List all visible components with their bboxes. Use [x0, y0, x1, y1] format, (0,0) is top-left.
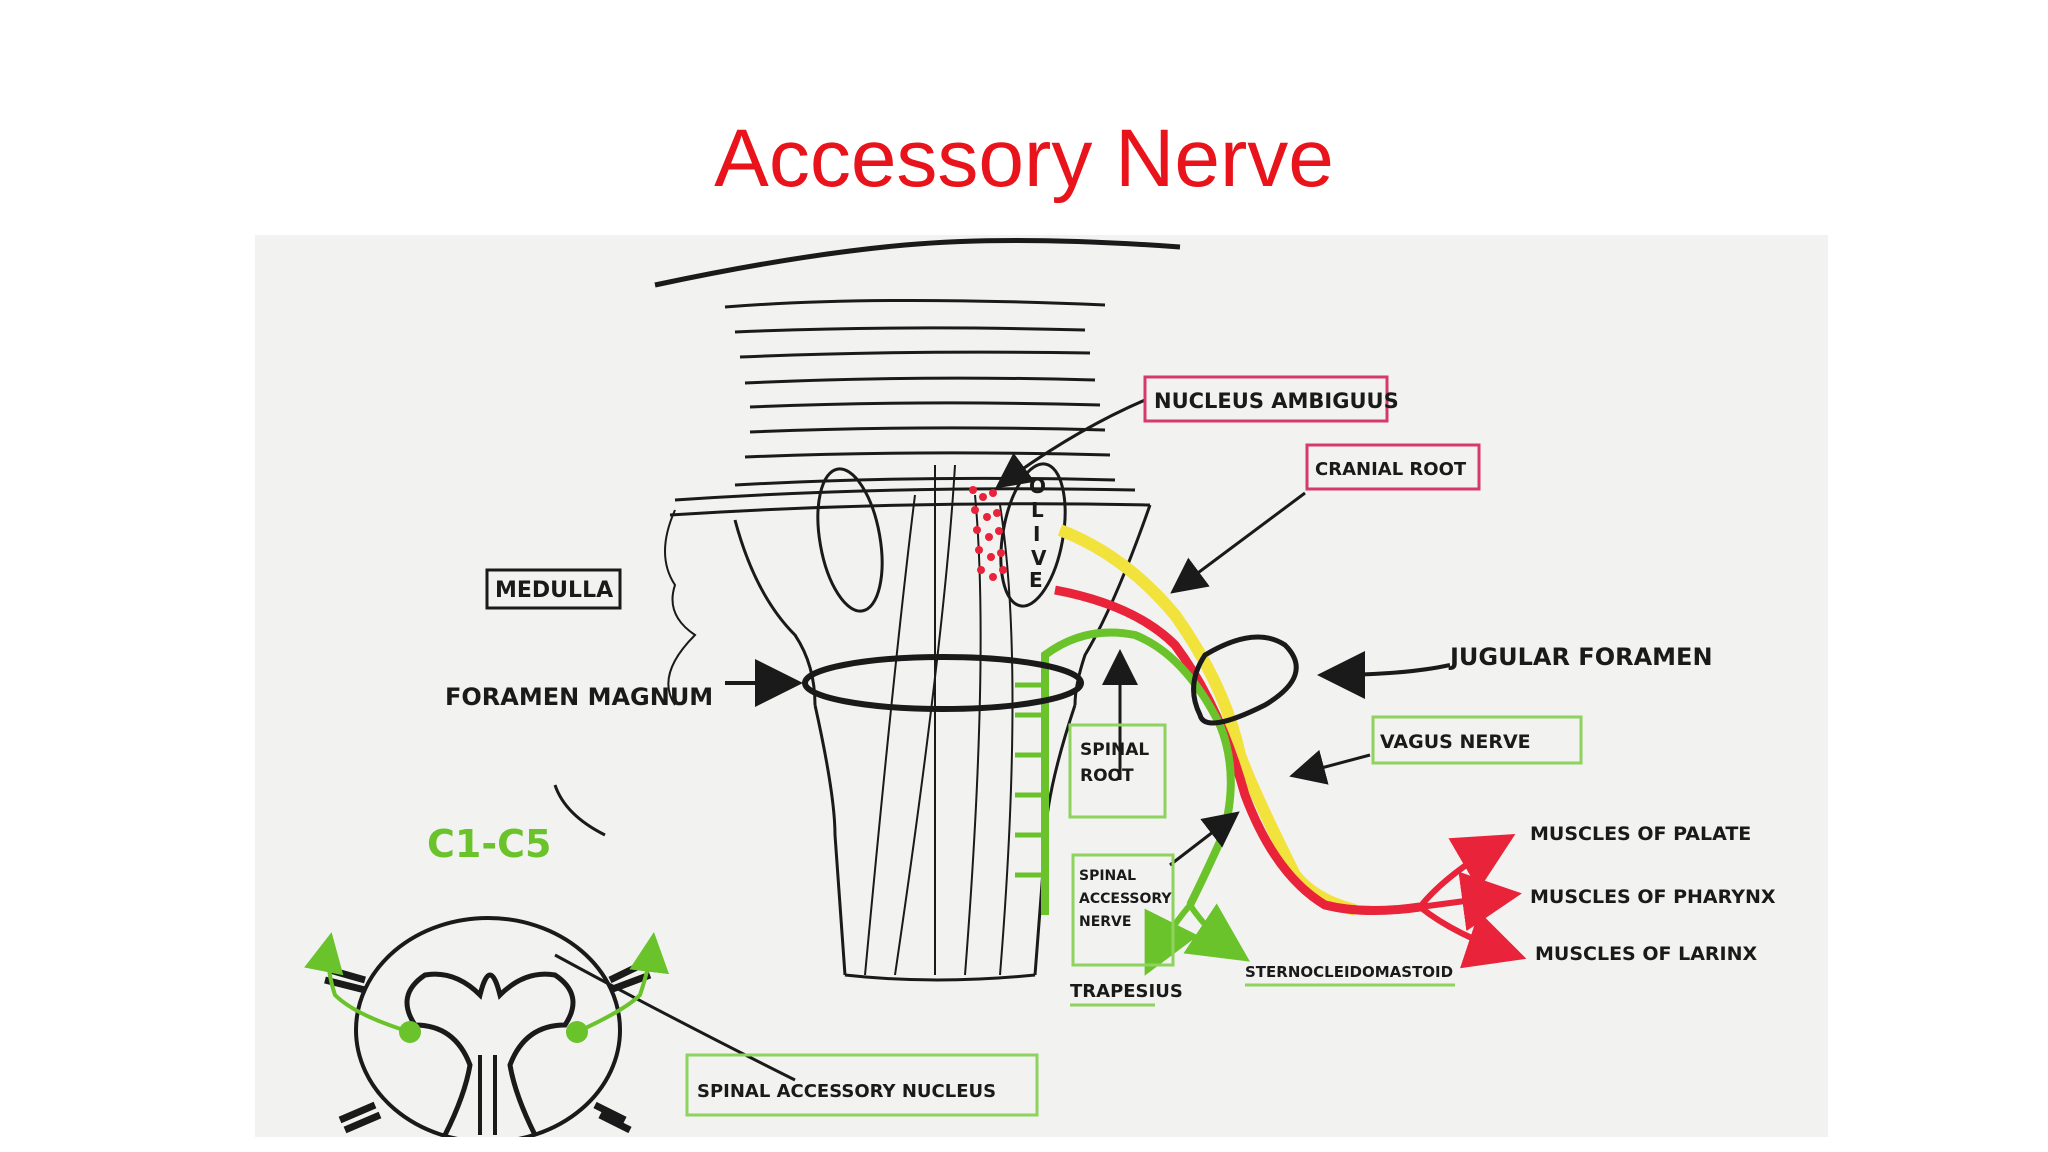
olive-letter: I	[1033, 522, 1040, 546]
medulla	[664, 462, 1152, 982]
olive-letter: E	[1029, 568, 1043, 592]
label-sternocleidomastoid: STERNOCLEIDOMASTOID	[1245, 963, 1453, 981]
label-spinal-accessory-nerve-line3: NERVE	[1079, 914, 1131, 930]
label-spinal-accessory-nucleus: SPINAL ACCESSORY NUCLEUS	[697, 1081, 996, 1102]
label-medulla: MEDULLA	[495, 578, 613, 603]
label-trapesius: TRAPESIUS	[1070, 981, 1183, 1002]
label-muscles-of-palate: MUSCLES OF PALATE	[1530, 823, 1751, 845]
olive-letter: L	[1031, 498, 1044, 522]
spinal-root-path	[1015, 628, 1250, 976]
label-nucleus-ambiguus: NUCLEUS AMBIGUUS	[1154, 389, 1399, 413]
muscle-branches	[1417, 833, 1527, 969]
label-spinal-accessory-nerve-line1: SPINAL	[1079, 868, 1136, 884]
accessory-nerve-diagram: O L I V E	[304, 237, 1776, 1137]
label-spinal-root-line1: SPINAL	[1080, 740, 1149, 760]
slide-title: Accessory Nerve	[714, 113, 1334, 204]
olive-letter: V	[1031, 546, 1047, 570]
label-c1-c5: C1-C5	[427, 822, 551, 866]
olive-letter: O	[1029, 474, 1046, 498]
pons-lines	[654, 237, 1181, 517]
label-cranial-root: CRANIAL ROOT	[1315, 459, 1467, 480]
foramen-magnum-ring	[802, 654, 1084, 712]
olive-label: O L I V E	[1029, 474, 1047, 592]
label-muscles-of-larinx: MUSCLES OF LARINX	[1535, 943, 1758, 965]
jugular-foramen-ring	[1191, 634, 1299, 726]
nucleus-ambiguus-dots	[969, 486, 1007, 581]
label-foramen-magnum: FORAMEN MAGNUM	[445, 683, 713, 711]
spinal-cord-section	[324, 916, 652, 1137]
anatomy-drawing: O L I V E	[255, 235, 1828, 1137]
cranial-root-path	[1054, 585, 1421, 916]
label-vagus-nerve: VAGUS NERVE	[1380, 731, 1531, 753]
label-boxes	[485, 375, 1583, 1117]
label-spinal-root-line2: ROOT	[1080, 766, 1134, 786]
label-jugular-foramen: JUGULAR FORAMEN	[1448, 643, 1713, 671]
label-muscles-of-pharynx: MUSCLES OF PHARYNX	[1530, 886, 1776, 908]
leader-arrows	[553, 398, 1451, 1082]
spinal-nucleus-fibres	[304, 932, 670, 1034]
label-spinal-accessory-nerve-line2: ACCESSORY	[1079, 891, 1172, 907]
